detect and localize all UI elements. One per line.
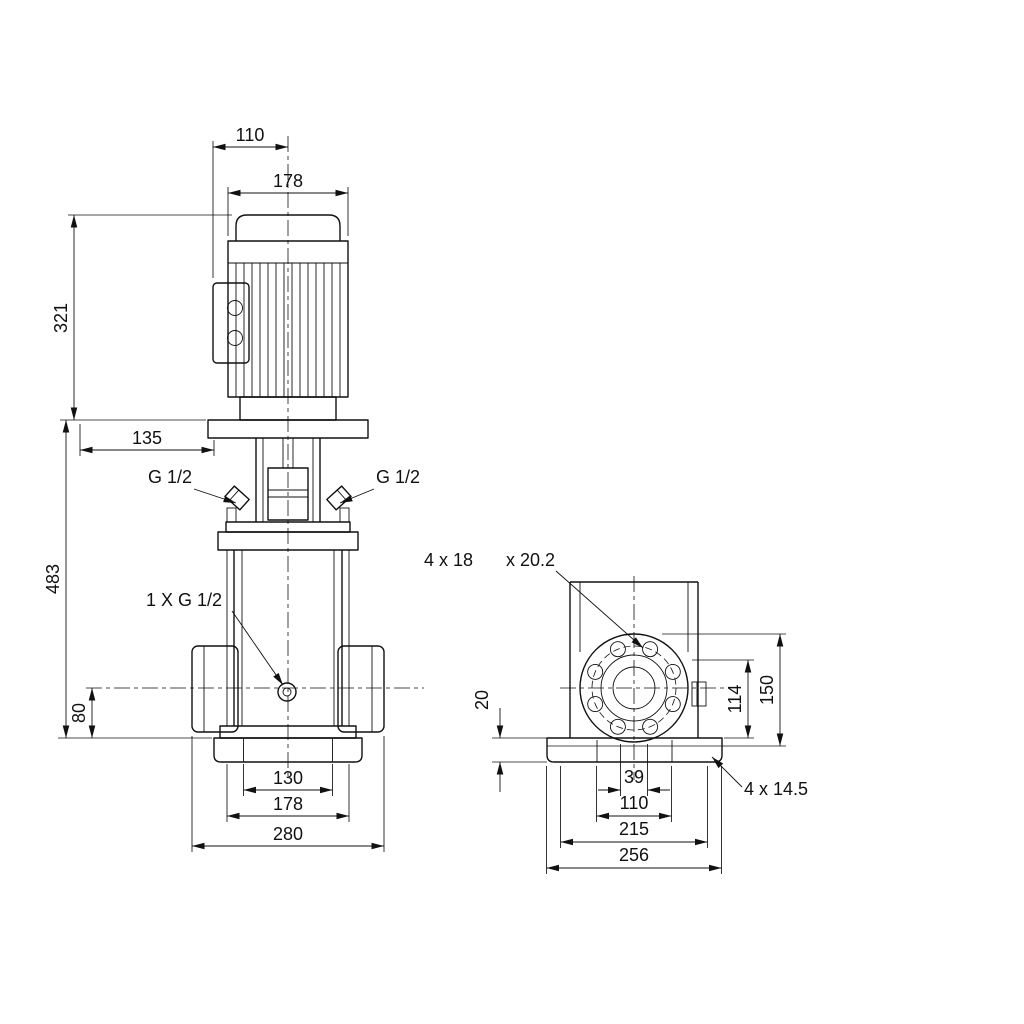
nameplate-tab bbox=[691, 681, 707, 707]
port-flanges bbox=[191, 645, 385, 733]
flange-counterbore-label: x 20.2 bbox=[506, 550, 555, 570]
dim-483-value: 483 bbox=[43, 564, 63, 594]
vent-right-label: G 1/2 bbox=[376, 467, 420, 487]
dim-130-base: 130 bbox=[243, 764, 333, 796]
dim-114-value: 114 bbox=[725, 685, 745, 714]
port-flange-face bbox=[579, 633, 707, 743]
left-port-flange bbox=[191, 645, 239, 733]
dim-178-base-value: 178 bbox=[273, 794, 303, 814]
terminal-box bbox=[212, 282, 250, 364]
side-dimensions: 4 x 18 x 20.2 20 114 150 bbox=[424, 550, 808, 874]
dim-483-pump-height: 483 bbox=[43, 420, 212, 739]
label-flange-holes: 4 x 18 x 20.2 bbox=[424, 550, 644, 649]
label-base-holes: 4 x 14.5 bbox=[711, 756, 808, 799]
pump-head bbox=[217, 485, 359, 551]
flange-bore bbox=[612, 666, 656, 710]
base-plate bbox=[213, 737, 363, 763]
flange-outer-circle bbox=[579, 633, 689, 743]
dim-80-value: 80 bbox=[69, 703, 89, 723]
dim-135: 135 bbox=[79, 424, 215, 456]
dim-280-overall: 280 bbox=[191, 736, 385, 852]
pump-base-front bbox=[213, 725, 363, 763]
dim-135-value: 135 bbox=[132, 428, 162, 448]
coupling-lantern bbox=[255, 437, 321, 522]
dim-114: 114 bbox=[692, 659, 754, 739]
label-drain: 1 X G 1/2 bbox=[146, 590, 284, 686]
dim-130-value: 130 bbox=[273, 768, 303, 788]
drain-plug bbox=[277, 682, 297, 702]
dim-39-value: 39 bbox=[624, 767, 644, 787]
coupling bbox=[267, 467, 309, 521]
pump-sleeve bbox=[226, 550, 350, 726]
dim-110-top-value: 110 bbox=[236, 125, 265, 145]
flange-bolt-holes bbox=[587, 641, 681, 735]
dim-80-port-height: 80 bbox=[69, 688, 96, 738]
dim-256: 256 bbox=[546, 766, 722, 874]
dim-110-side-value: 110 bbox=[620, 793, 649, 813]
side-view: 4 x 18 x 20.2 20 114 150 bbox=[424, 550, 808, 874]
dim-110-side: 110 bbox=[596, 766, 672, 822]
terminal-box-screw bbox=[227, 330, 243, 346]
dim-280-value: 280 bbox=[273, 824, 303, 844]
terminal-box-screw bbox=[227, 300, 243, 316]
dim-321-value: 321 bbox=[51, 303, 71, 333]
flange-raised-face bbox=[600, 654, 668, 722]
dim-150-value: 150 bbox=[757, 675, 777, 705]
base-holes-label: 4 x 14.5 bbox=[744, 779, 808, 799]
label-vent-left: G 1/2 bbox=[148, 467, 237, 504]
dim-110-top: 110 bbox=[212, 125, 288, 278]
motor-cooling-fins bbox=[235, 263, 341, 397]
drain-label: 1 X G 1/2 bbox=[146, 590, 222, 610]
dim-178-motor-value: 178 bbox=[273, 171, 303, 191]
dim-178-base: 178 bbox=[226, 764, 350, 822]
dim-20-base-height: 20 bbox=[472, 690, 547, 792]
vent-left-label: G 1/2 bbox=[148, 467, 192, 487]
dim-20-value: 20 bbox=[472, 690, 492, 710]
front-view: 110 178 321 483 80 bbox=[43, 125, 424, 852]
dim-215-value: 215 bbox=[619, 819, 649, 839]
label-vent-right: G 1/2 bbox=[339, 467, 420, 504]
front-dimensions: 110 178 321 483 80 bbox=[43, 125, 420, 852]
motor-fan-cover bbox=[235, 214, 341, 241]
dim-150: 150 bbox=[547, 633, 786, 747]
dim-215: 215 bbox=[560, 766, 708, 848]
dim-321-motor-height: 321 bbox=[51, 214, 232, 421]
bolt-circle bbox=[591, 645, 677, 731]
dim-39: 39 bbox=[598, 744, 670, 796]
flange-holes-label: 4 x 18 bbox=[424, 550, 473, 570]
dim-256-value: 256 bbox=[619, 845, 649, 865]
right-port-flange bbox=[337, 645, 385, 733]
dim-178-motor: 178 bbox=[227, 171, 349, 236]
motor bbox=[207, 214, 369, 439]
